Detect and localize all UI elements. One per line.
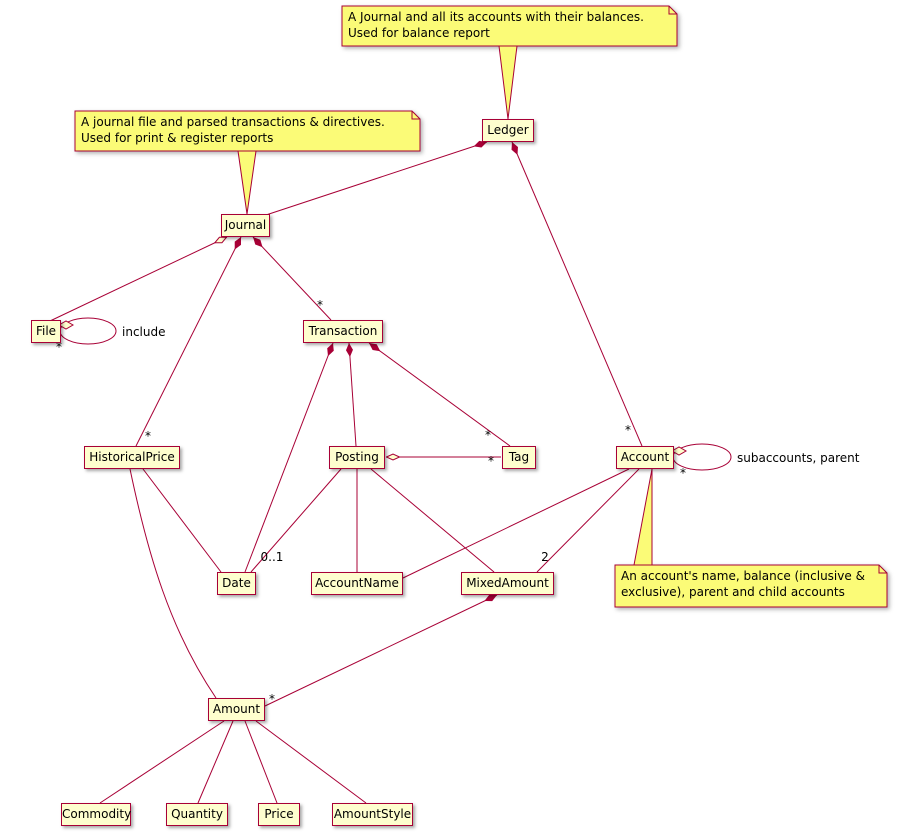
note-journal-body — [74, 110, 421, 152]
note-account-body — [614, 564, 888, 608]
class-date: Date — [217, 572, 256, 595]
account-loop-diamond-icon — [670, 446, 688, 456]
note-journal-fold-icon — [411, 111, 420, 120]
class-accountname: AccountName — [311, 572, 403, 595]
class-ledger: Ledger — [482, 119, 534, 142]
edge-journal-file — [49, 236, 227, 322]
note-account-fold-icon — [878, 565, 887, 574]
note-journal-text: A journal file and parsed transactions &… — [81, 115, 385, 145]
edge-amount-commodity — [99, 720, 225, 804]
edge-account-mixedamount — [536, 468, 640, 573]
edge-ledger-account — [511, 141, 643, 447]
edge-transaction-posting — [345, 342, 357, 447]
multiplicity-posting-date: 0..1 — [261, 550, 284, 564]
multiplicity-transaction-tag: * — [485, 428, 491, 442]
multiplicity-journal-transaction: * — [317, 298, 323, 312]
class-posting: Posting — [329, 446, 385, 469]
class-account: Account — [616, 446, 674, 469]
edge-account-accountname — [402, 468, 630, 579]
note-account-text: An account's name, balance (inclusive & … — [621, 569, 865, 599]
edge-label-subaccounts-parent: subaccounts, parent — [737, 451, 860, 465]
note-ledger-fold-icon — [668, 6, 677, 15]
edge-posting-date — [250, 468, 342, 573]
edge-amount-amountstyle — [255, 720, 367, 804]
edge-ledger-journal — [265, 140, 488, 216]
note-ledger-pointer — [498, 45, 518, 120]
class-amount: Amount — [208, 698, 265, 721]
edge-historicalprice-amount — [129, 468, 217, 699]
edge-amount-price — [244, 720, 278, 804]
class-file: File — [31, 320, 61, 343]
note-journal-pointer — [237, 150, 257, 215]
edge-amount-quantity — [197, 720, 234, 804]
class-commodity: Commodity — [61, 803, 131, 826]
edge-journal-historicalprice — [135, 236, 242, 447]
edge-transaction-date — [244, 342, 334, 573]
class-quantity: Quantity — [166, 803, 228, 826]
edge-journal-transaction — [252, 236, 332, 321]
class-transaction: Transaction — [303, 320, 383, 343]
class-journal: Journal — [221, 214, 270, 237]
class-price: Price — [258, 803, 300, 826]
note-account-pointer — [633, 468, 653, 566]
edge-label-include: include — [122, 325, 165, 339]
note-ledger-text: A Journal and all its accounts with thei… — [348, 10, 644, 40]
multiplicity-account-mixedamount: 2 — [541, 550, 549, 564]
multiplicity-ledger-account: * — [625, 423, 631, 437]
multiplicity-account-subaccounts: * — [680, 466, 686, 480]
multiplicity-file-include: * — [56, 340, 62, 354]
multiplicity-mixedamount-amount: * — [269, 692, 275, 706]
multiplicity-journal-historicalprice: * — [145, 429, 151, 443]
class-tag: Tag — [502, 446, 536, 469]
file-loop-diamond-icon — [57, 320, 75, 330]
class-amountstyle: AmountStyle — [332, 803, 413, 826]
class-mixedamount: MixedAmount — [461, 572, 554, 595]
edge-historicalprice-date — [142, 468, 222, 573]
edge-mixedamount-amount — [264, 594, 498, 707]
note-ledger-body — [341, 5, 678, 47]
class-historicalprice: HistoricalPrice — [84, 446, 180, 469]
multiplicity-posting-tag: * — [488, 454, 494, 468]
edge-transaction-tag — [368, 342, 511, 447]
edge-posting-mixedamount — [370, 468, 495, 573]
